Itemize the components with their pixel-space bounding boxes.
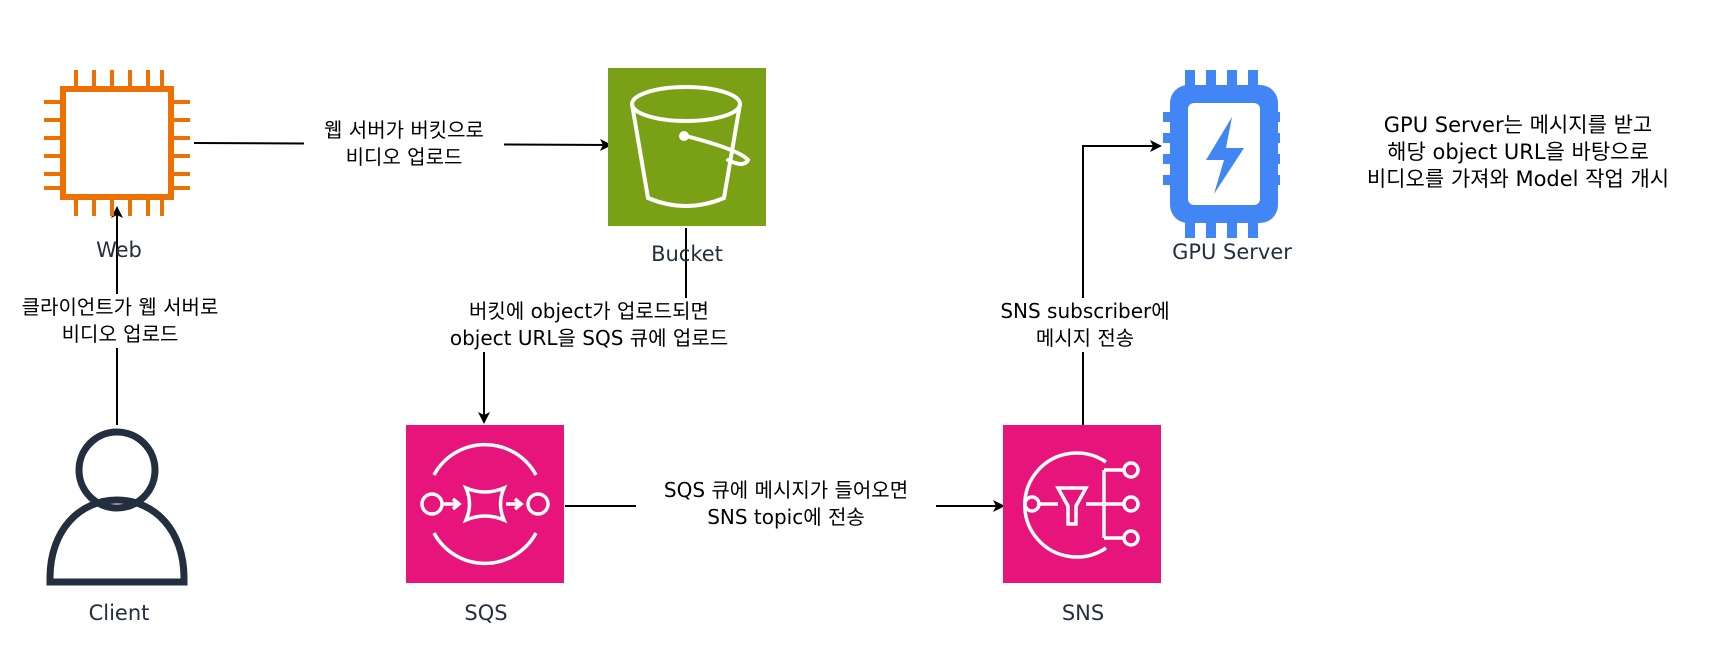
note-line: GPU Server는 메시지를 받고 — [1383, 113, 1653, 137]
bucket-label: Bucket — [651, 242, 723, 266]
edge-label-line: SQS 큐에 메시지가 들어오면 — [663, 478, 909, 502]
edge-label-sns-to-gpu: SNS subscriber에 메시지 전송 — [990, 298, 1180, 352]
gpu-server-label: GPU Server — [1172, 240, 1292, 264]
sqs-queue-icon — [406, 425, 564, 583]
sqs-label: SQS — [464, 601, 508, 625]
edge-label-line: 버킷에 object가 업로드되면 — [469, 299, 709, 323]
sns-topic-icon — [1003, 425, 1161, 583]
note-line: 비디오를 가져와 Model 작업 개시 — [1366, 167, 1670, 191]
edge-label-line: 비디오 업로드 — [61, 322, 179, 346]
user-icon — [46, 428, 188, 586]
sns-label: SNS — [1061, 601, 1105, 625]
gpu-server-note: GPU Server는 메시지를 받고 해당 object URL을 바탕으로 … — [1367, 112, 1669, 193]
edge-label-line: 클라이언트가 웹 서버로 — [21, 295, 219, 319]
web-label: Web — [96, 238, 142, 262]
edge-label-line: SNS subscriber에 — [1000, 299, 1170, 323]
edge-label-client-to-web: 클라이언트가 웹 서버로 비디오 업로드 — [0, 294, 240, 348]
edge-label-line: 웹 서버가 버킷으로 — [324, 118, 484, 142]
client-label: Client — [88, 601, 150, 625]
edge-label-line: 비디오 업로드 — [345, 145, 463, 169]
note-line: 해당 object URL을 바탕으로 — [1387, 140, 1649, 164]
ec2-instance-chip-icon — [44, 70, 190, 216]
gpu-chip-lightning-icon — [1163, 70, 1280, 238]
edge-label-sqs-to-sns: SQS 큐에 메시지가 들어오면 SNS topic에 전송 — [636, 477, 936, 531]
edge-label-web-to-bucket: 웹 서버가 버킷으로 비디오 업로드 — [304, 117, 504, 171]
edge-label-line: SNS topic에 전송 — [707, 505, 865, 529]
edge-sns-to-gpu — [1082, 140, 1162, 425]
s3-bucket-icon — [608, 68, 766, 226]
edge-label-bucket-to-sqs: 버킷에 object가 업로드되면 object URL을 SQS 큐에 업로드 — [428, 298, 750, 352]
edge-label-line: 메시지 전송 — [1035, 326, 1135, 350]
edge-label-line: object URL을 SQS 큐에 업로드 — [449, 326, 729, 350]
